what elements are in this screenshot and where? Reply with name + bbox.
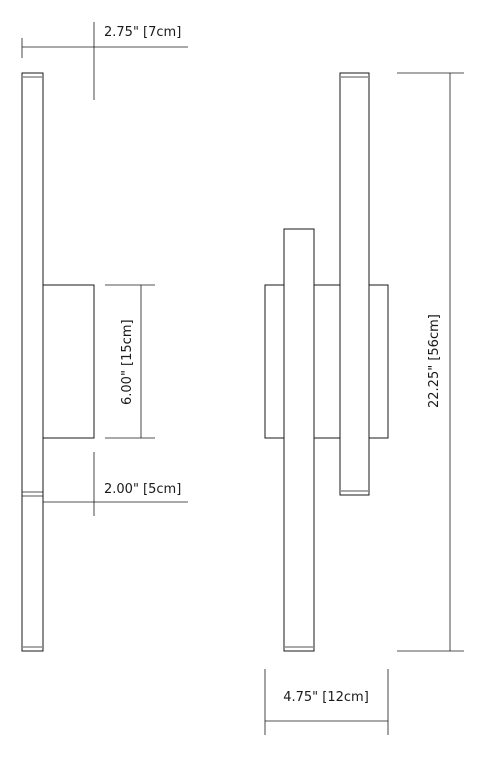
overall-height-label: 22.25" [56cm] <box>427 314 442 408</box>
backplate-height-label: 6.00" [15cm] <box>120 319 135 405</box>
front-view-upper-light-bar <box>339 72 370 496</box>
side-view-light-bar <box>21 72 44 652</box>
side-view-backplate <box>42 284 95 439</box>
side-view: 2.75" [7cm] 6.00" [15cm] 2.00" [5cm] <box>21 22 188 652</box>
offset-label: 2.00" [5cm] <box>104 482 181 497</box>
front-view-lower-light-bar <box>283 228 315 652</box>
overall-width-label: 4.75" [12cm] <box>283 690 369 705</box>
front-view: 22.25" [56cm] 4.75" [12cm] <box>264 72 464 735</box>
front-view-backplate <box>264 284 389 439</box>
wall-depth-label: 2.75" [7cm] <box>104 25 181 40</box>
